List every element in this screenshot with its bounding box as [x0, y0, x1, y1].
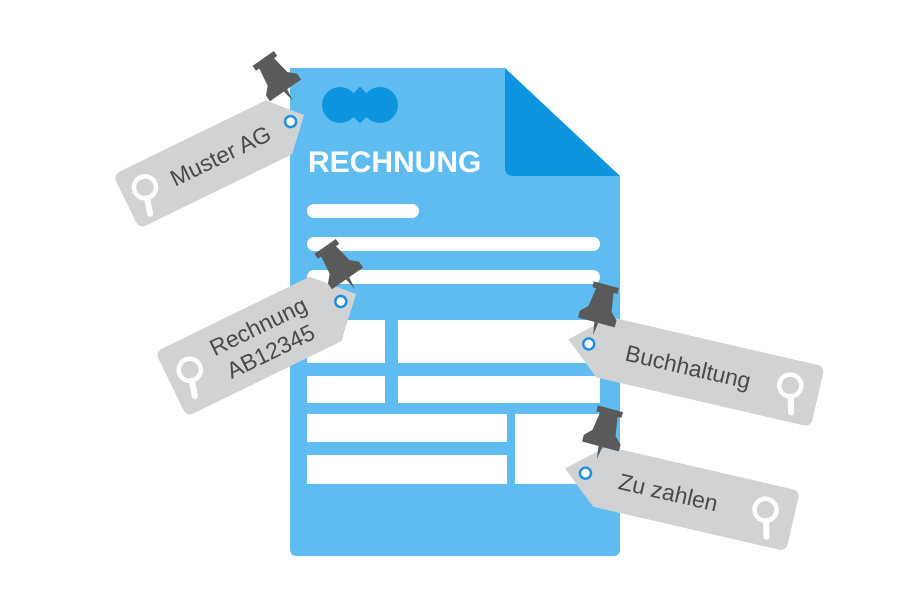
document-text-lines — [307, 204, 600, 284]
text-line — [307, 270, 600, 284]
tag-body — [157, 276, 357, 415]
push-pin-icon — [582, 405, 624, 459]
search-icon — [752, 496, 779, 540]
text-line — [307, 237, 600, 251]
push-pin-icon — [252, 50, 302, 102]
search-icon — [777, 372, 804, 416]
tag-zu-zahlen[interactable]: Zu zahlen — [558, 438, 800, 551]
table-cell — [398, 320, 600, 363]
document-fold-corner — [505, 68, 620, 176]
tag-body — [115, 100, 305, 227]
table-cell — [307, 376, 385, 403]
tag-eyelet — [581, 337, 596, 351]
tag-eyelet — [334, 294, 348, 309]
tag-muster-ag[interactable]: Muster AG — [113, 88, 317, 229]
table-cell — [398, 376, 600, 403]
document-title: RECHNUNG — [308, 146, 481, 179]
tag-body — [568, 317, 824, 426]
table-cell — [307, 455, 507, 484]
company-logo-icon — [322, 86, 398, 124]
invoice-document: RECHNUNG — [290, 68, 620, 556]
search-icon — [176, 356, 203, 400]
tag-eyelet — [578, 466, 593, 480]
tag-body — [565, 446, 799, 550]
text-line — [307, 204, 419, 218]
document-table — [307, 320, 600, 484]
search-icon — [131, 174, 159, 217]
table-cell — [307, 414, 507, 442]
tag-eyelet — [283, 114, 298, 129]
push-pin-icon — [578, 281, 620, 335]
push-pin-icon — [314, 238, 364, 290]
tag-buchhaltung[interactable]: Buchhaltung — [561, 309, 824, 427]
